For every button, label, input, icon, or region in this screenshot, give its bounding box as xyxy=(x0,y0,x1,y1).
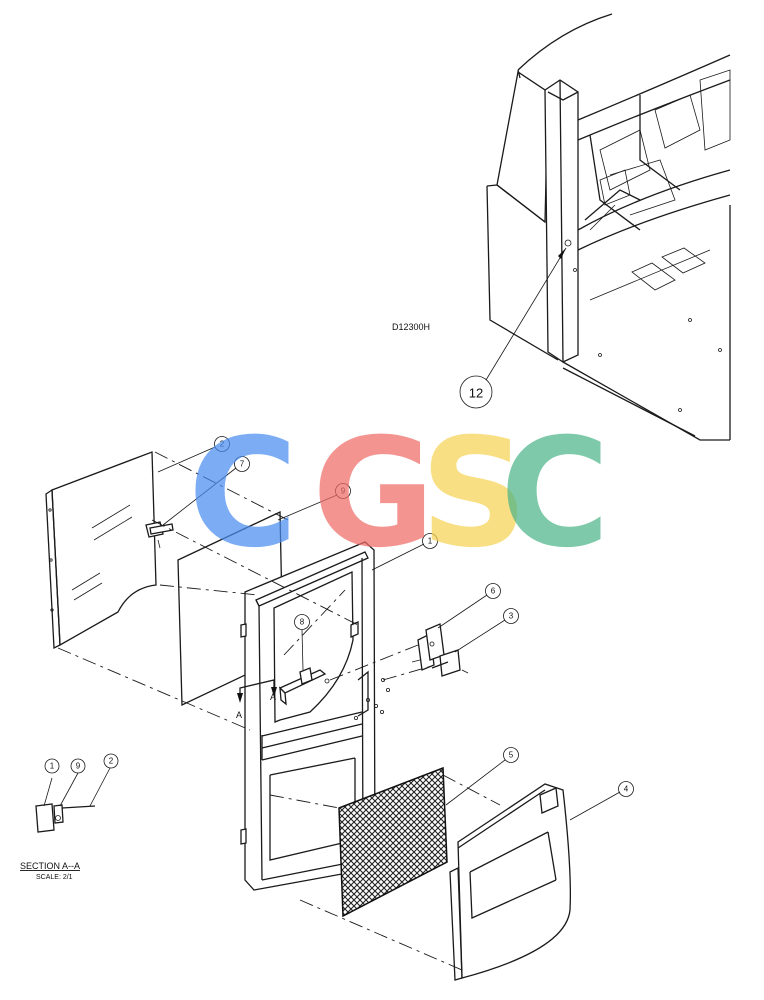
svg-text:12: 12 xyxy=(469,386,483,401)
section-mark-left: A xyxy=(236,710,242,720)
callout-9: 9 xyxy=(277,483,351,521)
svg-text:7: 7 xyxy=(240,460,245,469)
lower-panel-part-4 xyxy=(449,783,572,981)
watermark-letter: C xyxy=(500,407,610,581)
fastener-screws xyxy=(353,678,390,721)
callout-8: 8 xyxy=(294,614,310,671)
section-scale: SCALE: 2/1 xyxy=(36,874,73,881)
svg-text:9: 9 xyxy=(341,487,346,496)
lock-part-6 xyxy=(411,623,445,671)
watermark-letter: C xyxy=(188,407,298,581)
glass-panel-part-2 xyxy=(45,451,157,650)
bolt-part-7 xyxy=(145,521,174,549)
callout-2: 2 xyxy=(157,436,230,473)
svg-text:2: 2 xyxy=(220,440,225,449)
door-frame-part-1 xyxy=(240,541,376,891)
mesh-filter-part-5 xyxy=(338,766,448,918)
latch-plate-part-3 xyxy=(431,649,469,677)
machine-cabinet-view xyxy=(486,13,731,441)
callout-12: 12 xyxy=(459,247,567,409)
svg-text:8: 8 xyxy=(300,618,305,627)
svg-text:2: 2 xyxy=(109,757,114,766)
callout-5: 5 xyxy=(445,747,519,806)
svg-text:6: 6 xyxy=(491,587,496,596)
svg-text:4: 4 xyxy=(624,785,629,794)
section-a-a-detail: 1 9 2 xyxy=(35,753,119,833)
callout-4: 4 xyxy=(569,781,634,821)
svg-text:1: 1 xyxy=(50,762,55,771)
callout-6: 6 xyxy=(437,583,501,629)
svg-text:9: 9 xyxy=(76,762,81,771)
watermark-letter: G xyxy=(312,407,435,581)
svg-text:1: 1 xyxy=(428,537,433,546)
section-cut-a-a: A A xyxy=(236,679,277,720)
svg-text:5: 5 xyxy=(509,751,514,760)
callout-1: 1 xyxy=(371,533,438,571)
section-mark-right: A xyxy=(270,692,276,702)
svg-text:3: 3 xyxy=(509,612,514,621)
bracket-part-8 xyxy=(278,667,330,706)
watermark-letter: S xyxy=(420,407,528,581)
callout-7: 7 xyxy=(162,456,250,526)
section-title: SECTION A--A xyxy=(20,861,80,871)
drawing-number: D12300H xyxy=(392,322,430,332)
assembly-lines xyxy=(57,451,501,971)
callout-3: 3 xyxy=(454,608,519,653)
